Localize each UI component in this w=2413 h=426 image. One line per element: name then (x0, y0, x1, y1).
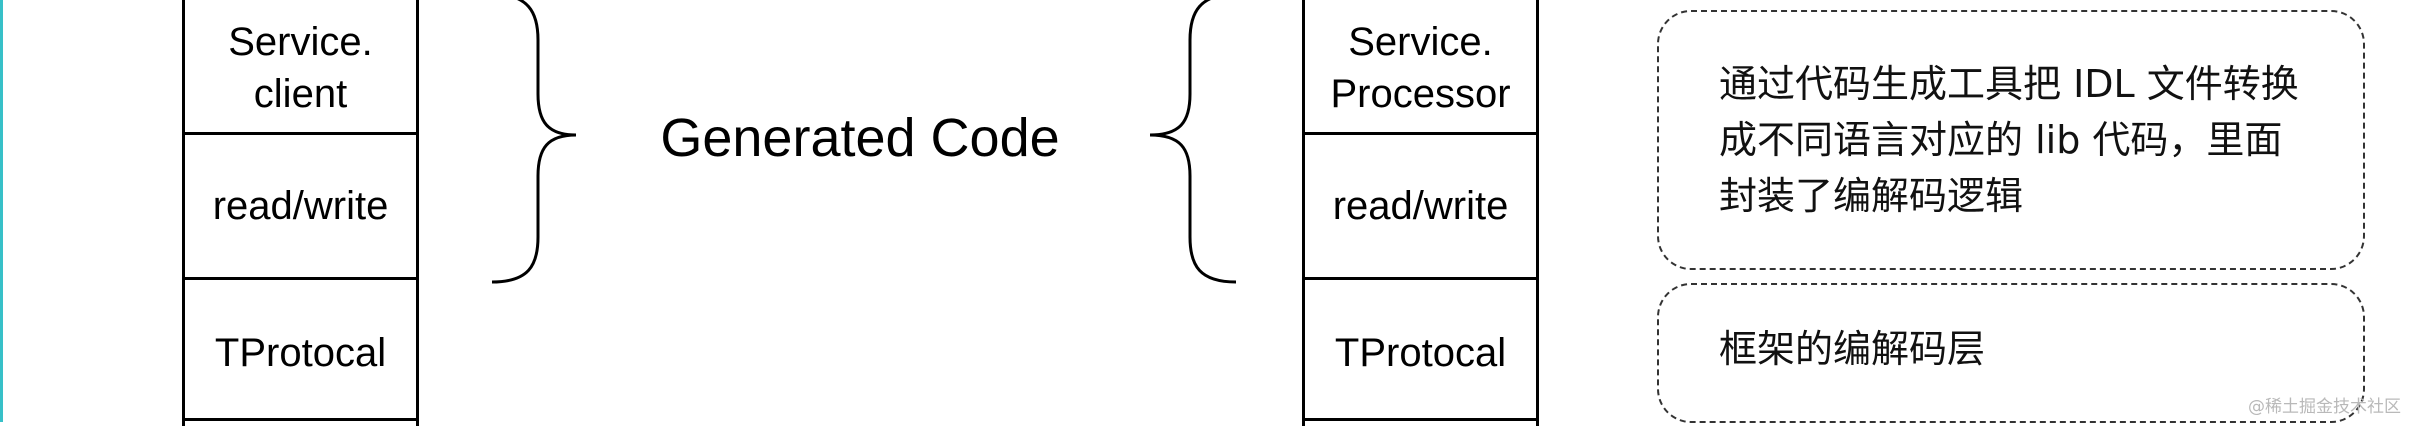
server-stack: Service. Processor read/write TProtocal (1302, 0, 1539, 426)
server-tprotocal-cell: TProtocal (1334, 331, 1507, 375)
watermark: @稀土掘金技术社区 (2248, 397, 2401, 417)
client-read-write-cell: read/write (185, 135, 416, 280)
left-edge-accent (0, 0, 3, 422)
server-stack-bottom-line (1302, 418, 1539, 421)
service-processor-cell: Service. Processor (1305, 0, 1536, 135)
server-read-write-cell: read/write (1305, 135, 1536, 280)
service-client-cell: Service. client (185, 0, 416, 135)
codegen-note: 通过代码生成工具把 IDL 文件转换成不同语言对应的 lib 代码，里面封装了编… (1657, 10, 2365, 270)
client-tprotocal-cell: TProtocal (214, 331, 387, 375)
generated-code-label: Generated Code (660, 108, 1060, 168)
client-stack-bottom-line (182, 418, 419, 421)
right-facing-brace (491, 0, 577, 284)
left-facing-brace (1149, 0, 1237, 284)
client-stack: Service. client read/write TProtocal (182, 0, 419, 426)
